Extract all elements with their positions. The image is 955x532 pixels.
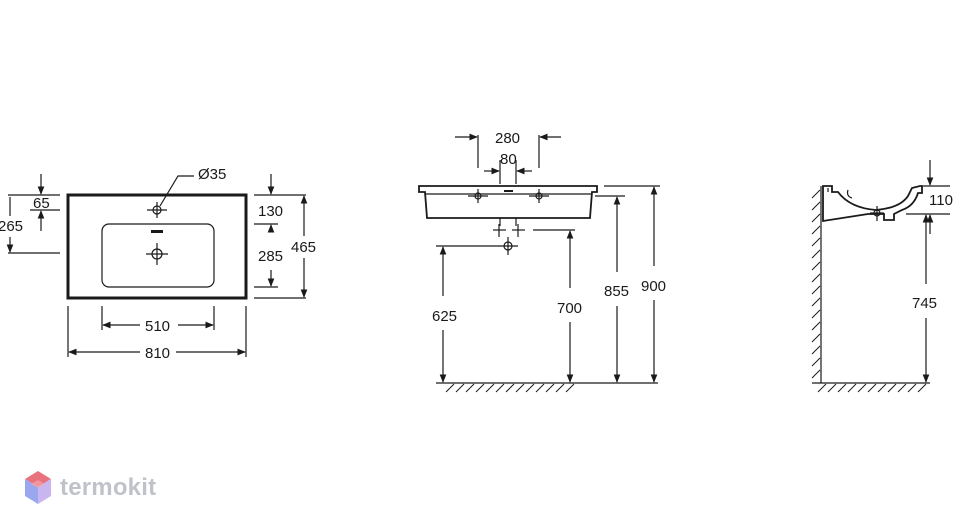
tap-hole-right [529,189,549,203]
dim-label-130: 130 [258,203,283,220]
tap-hole-symbol [147,202,167,218]
dim-label-700: 700 [557,300,582,317]
dim-label-285: 285 [258,248,283,265]
dim-label-265: 265 [0,218,23,235]
drain-symbol [146,243,168,265]
overflow-slot [151,230,163,233]
side-floor-hatch [817,383,927,393]
basin-side-section [822,185,923,223]
top-view: Ø35 65 265 130 285 465 510 810 [0,166,316,362]
tap-hole-left [468,189,488,203]
dim-label-745: 745 [912,295,937,312]
waste-symbol [498,237,518,255]
dim-label-o35: Ø35 [198,166,226,183]
dim-label-900: 900 [641,278,666,295]
dim-label-80: 80 [500,151,517,168]
floor-hatch [445,383,575,393]
dim-label-625: 625 [432,308,457,325]
side-view: 110 745 [811,160,953,393]
side-waste-symbol [870,206,884,221]
logo-text: termokit [60,474,157,501]
dim-label-810: 810 [145,345,170,362]
dim-label-280: 280 [495,130,520,147]
front-view: 280 80 625 700 [418,130,666,393]
bowl-outline [101,223,215,288]
dim-label-110: 110 [929,192,953,209]
wall-hatch [811,189,821,379]
dim-label-510: 510 [145,318,170,335]
dim-label-65: 65 [33,195,50,212]
termokit-logo: termokit [24,468,156,508]
basin-front-profile [418,185,598,219]
cube-icon [25,471,51,504]
basin-outline [66,193,248,300]
dim-label-855: 855 [604,283,629,300]
dim-label-465: 465 [291,239,316,256]
